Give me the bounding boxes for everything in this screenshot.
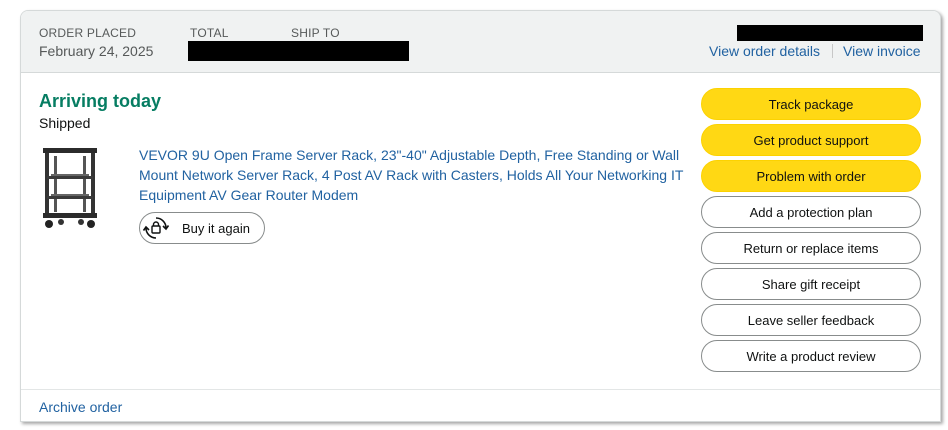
return-or-replace-button[interactable]: Return or replace items: [701, 232, 921, 264]
redacted-total-shipto: [188, 41, 409, 61]
total-label: TOTAL: [190, 26, 229, 40]
order-card: ORDER PLACED February 24, 2025 TOTAL SHI…: [20, 10, 941, 422]
product-title-link[interactable]: VEVOR 9U Open Frame Server Rack, 23"-40"…: [139, 147, 684, 203]
add-protection-plan-button[interactable]: Add a protection plan: [701, 196, 921, 228]
track-package-button[interactable]: Track package: [701, 88, 921, 120]
write-product-review-button[interactable]: Write a product review: [701, 340, 921, 372]
order-actions: Track package Get product support Proble…: [701, 88, 921, 376]
ship-to-label: SHIP TO: [291, 26, 340, 40]
view-order-details-link[interactable]: View order details: [709, 43, 821, 59]
order-placed-label: ORDER PLACED: [39, 26, 137, 40]
header-link-separator: [832, 44, 833, 58]
problem-with-order-button[interactable]: Problem with order: [701, 160, 921, 192]
order-header: ORDER PLACED February 24, 2025 TOTAL SHI…: [21, 11, 940, 73]
redacted-order-number: [737, 25, 923, 41]
buy-it-again-button[interactable]: Buy it again: [139, 212, 265, 244]
archive-order-link[interactable]: Archive order: [39, 399, 123, 415]
shipment-substatus: Shipped: [39, 115, 91, 131]
buy-again-icon: [142, 217, 170, 239]
delivery-status: Arriving today: [39, 91, 162, 111]
footer-divider: [21, 389, 940, 390]
buy-it-again-label: Buy it again: [182, 220, 250, 236]
order-placed-date: February 24, 2025: [39, 43, 154, 59]
product-image[interactable]: [41, 144, 99, 234]
get-product-support-button[interactable]: Get product support: [701, 124, 921, 156]
leave-seller-feedback-button[interactable]: Leave seller feedback: [701, 304, 921, 336]
view-invoice-link[interactable]: View invoice: [843, 43, 921, 59]
share-gift-receipt-button[interactable]: Share gift receipt: [701, 268, 921, 300]
